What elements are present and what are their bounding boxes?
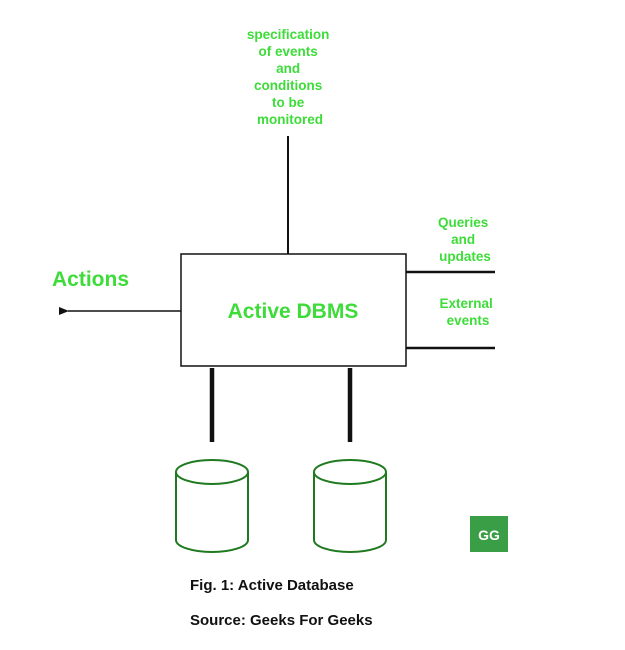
database-cylinder-icon — [313, 459, 387, 553]
queries-line: updates — [439, 249, 491, 264]
active-dbms-label: Active DBMS — [228, 300, 359, 323]
svg-text:GG: GG — [478, 527, 500, 543]
figure-caption: Fig. 1: Active Database — [190, 577, 354, 594]
actions-label: Actions — [52, 268, 129, 291]
specification-line: and — [276, 61, 300, 76]
queries-line: and — [451, 232, 475, 247]
queries-updates-label: Queries and updates — [438, 215, 492, 264]
external-line: External — [439, 296, 492, 311]
queries-line: Queries — [438, 215, 488, 230]
external-events-label: External events — [439, 296, 496, 328]
database-cylinder-icon — [175, 459, 249, 553]
specification-line: specification — [247, 27, 330, 42]
specification-line: conditions — [254, 78, 322, 93]
specification-line: of events — [258, 44, 317, 59]
geeksforgeeks-logo-icon: GG — [470, 516, 508, 552]
external-line: events — [447, 313, 490, 328]
active-dbms-box — [180, 253, 407, 367]
source-caption: Source: Geeks For Geeks — [190, 612, 373, 629]
specification-label: specification of events and conditions t… — [247, 27, 333, 127]
specification-line: to be — [272, 95, 305, 110]
specification-line: monitored — [257, 112, 323, 127]
